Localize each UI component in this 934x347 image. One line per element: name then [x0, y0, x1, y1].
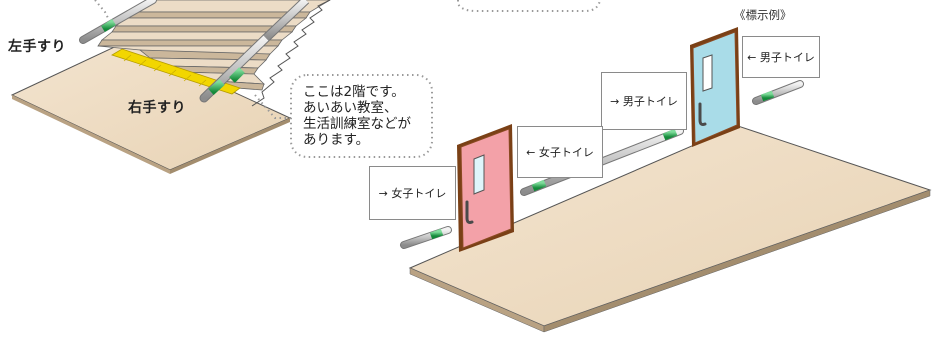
staircase-scene: [10, 0, 331, 174]
tactile-paving-lines: [123, 54, 222, 92]
left-handrail-label: 左手すり: [8, 39, 66, 55]
callout-text: ここは2階です。 あいあい教室、 生活訓練室などが あります。: [303, 84, 411, 148]
handrail-womens-outer: [400, 226, 452, 249]
landing-floor-edge-right: [170, 118, 290, 174]
callout-bubble: [290, 74, 433, 158]
sign-womens-toilet-right: ← 女子トイレ: [517, 126, 603, 178]
sign-mens-toilet-right: ← 男子トイレ: [742, 36, 820, 78]
mens-door: [690, 27, 740, 147]
left-handrail: [79, 0, 157, 44]
sign-womens-toilet-left: → 女子トイレ: [369, 166, 456, 220]
corridor-scene: [400, 27, 932, 333]
tactile-paving-strip: [111, 48, 241, 95]
example-heading: 《標示例》: [734, 8, 792, 22]
landing-floor-edge: [12, 95, 170, 174]
right-handrail-label: 右手すり: [128, 100, 186, 116]
handrail-mens-outer: [752, 80, 804, 105]
stair-side-profile: [251, 0, 331, 107]
leader-line-top: [94, 0, 109, 19]
womens-door: [457, 124, 514, 252]
corridor-floor-edge-right: [543, 189, 931, 333]
leader-line-callout: [254, 94, 296, 119]
right-handrail: [199, 0, 310, 103]
sign-mens-toilet-left: → 男子トイレ: [601, 72, 687, 130]
partial-top-bubble: [457, 0, 601, 12]
